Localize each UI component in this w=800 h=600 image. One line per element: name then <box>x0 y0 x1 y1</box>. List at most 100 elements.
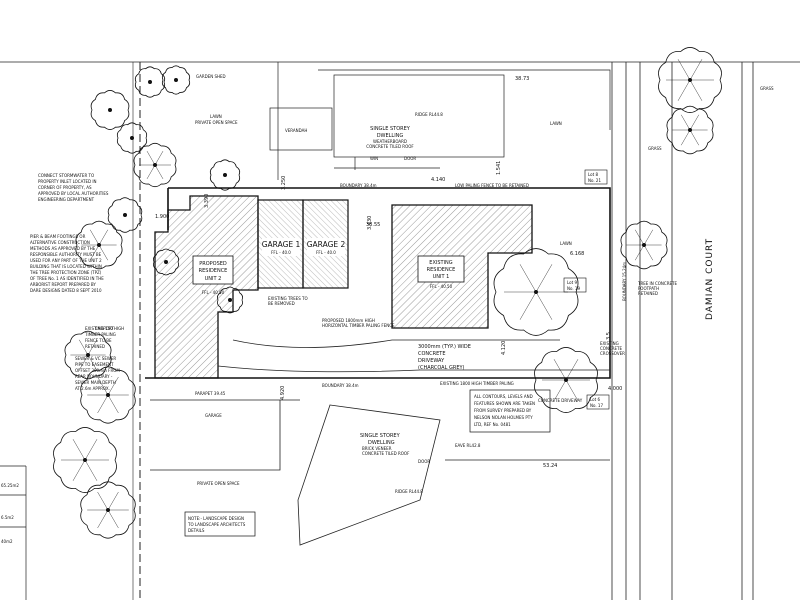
tree-branch-line <box>689 129 699 146</box>
tree-canopy-icon <box>666 105 714 155</box>
driveway-note-4: (CHARCOAL GREY) <box>418 365 465 371</box>
tree-canopy-icon <box>107 197 143 233</box>
tree-branch-line <box>535 264 553 293</box>
tree-branch-line <box>146 164 156 179</box>
lot-8-label-text: Lot 8 <box>588 172 598 177</box>
tree-branch-line <box>635 229 645 246</box>
lot-6-label-text: Lot 6 <box>590 397 600 402</box>
margin-area-2: 6.5m2 <box>1 515 14 520</box>
pier-note-10: DARE DESIGNS DATED 8 SEPT 2010 <box>30 288 102 293</box>
tree-branch-line <box>72 439 86 461</box>
tree-canopy-icon <box>80 481 136 539</box>
street-grass-label: GRASS <box>760 86 774 91</box>
tree-branch-line <box>98 229 108 246</box>
pier-note-4: RESPONSIBLE AUTHORITY MUST BE <box>30 252 102 257</box>
stormwater-note-2: PROPERTY INLET LOCATED IN <box>38 179 97 184</box>
sewer-note-3: FENCE TO BE <box>85 338 112 343</box>
proposed-subtitle: RESIDENCE <box>199 268 228 274</box>
driveway-note-3: DRIVEWAY <box>418 358 445 364</box>
tree-canopy-icon <box>64 330 112 380</box>
landscape-note-3: DETAILS <box>188 528 205 533</box>
tree-branch-line <box>689 114 699 131</box>
dim-d11: 1.541 <box>496 161 502 175</box>
tree-canopy-icon <box>153 248 179 276</box>
pier-note-2: ALTERNATIVE CONSTRUCTION <box>30 240 90 245</box>
existing-residence-label-box <box>417 255 465 283</box>
tree-trunk-icon <box>227 297 232 302</box>
tree-branch-line <box>87 339 97 356</box>
offsite-tree-note-1: TREE IN CONCRETE <box>637 281 677 286</box>
tree-trunk-icon <box>129 135 134 140</box>
garden-shed-label: GARDEN SHED <box>196 74 226 79</box>
driveway-note-1: 3000mm (TYP.) WIDE <box>418 344 471 350</box>
tree-branch-line <box>154 164 164 179</box>
tree-branch-line <box>681 129 691 146</box>
crossover-note-2: CONCRETE <box>600 346 622 351</box>
tree-branch-line <box>107 491 119 511</box>
existing-unit: UNIT 1 <box>433 274 450 280</box>
tree-canopy-icon <box>217 286 243 314</box>
pier-note-9: ARBORIST REPORT PREPARED BY <box>30 282 96 287</box>
south-fence-label: EXISTING 1800 HIGH TIMBER PALING <box>440 381 514 386</box>
landscape-note-2: TO LANDSCAPE ARCHITECTS <box>187 522 246 527</box>
garage-2-label-bg <box>307 238 345 256</box>
proposed-unit: UNIT 2 <box>205 276 222 282</box>
tree-branch-line <box>90 229 100 246</box>
trees-removed-note-1: EXISTING TREES TO <box>268 296 308 301</box>
south-garage-label: GARAGE <box>205 413 222 418</box>
new-fence-note-1: PROPOSED 1800mm HIGH <box>322 318 375 323</box>
north-door-label: DOOR <box>404 156 416 161</box>
tree-branch-line <box>535 291 553 320</box>
proposed-residence-label-box <box>192 255 234 285</box>
south-dwelling-line4: CONCRETE TILED ROOF <box>362 451 410 456</box>
lot-6-sub-text: No. 17 <box>590 403 603 408</box>
proposed-ffl: FFL - 40.00 <box>202 290 225 295</box>
street-name: DAMIAN COURT <box>705 238 715 320</box>
existing-subtitle: RESIDENCE <box>427 267 456 273</box>
tree-canopy-icon <box>658 47 722 113</box>
tree-canopy-icon <box>493 248 579 336</box>
tree-canopy-icon <box>53 427 117 493</box>
pier-note-3: METHODS AS APPROVED BY THE <box>30 246 96 251</box>
tree-branch-line <box>72 459 86 481</box>
stormwater-note-3: CORNER OF PROPERTY, AS <box>38 185 92 190</box>
dim-d8: 3.5 <box>606 332 612 340</box>
offsite-tree-note-2: FOOTPATH <box>638 286 659 291</box>
dim-d7: 1.900 <box>155 214 169 220</box>
south-dwelling-line2: DWELLING <box>368 440 395 446</box>
pier-note-7: THE TREE PROTECTION ZONE (TPZ) <box>29 270 102 275</box>
dim-d12: 4.000 <box>608 386 622 392</box>
tree-branch-line <box>84 459 98 481</box>
tree-branch-line <box>519 264 537 293</box>
tree-branch-line <box>107 509 119 529</box>
tree-branch-line <box>643 229 653 246</box>
tree-trunk-icon <box>108 108 113 113</box>
landscape-note-box <box>184 511 256 537</box>
pier-note-6: BUILDING THAT IS LOCATED WITHIN <box>30 264 102 269</box>
tree-branch-line <box>677 79 691 101</box>
verandah-label: VERANDAH <box>285 128 307 133</box>
lot-6-label: Lot 6 No. 17 <box>586 394 610 410</box>
tree-branch-line <box>553 359 567 381</box>
proposed-title: PROPOSED <box>199 261 227 267</box>
sewer-note-6: SEWER & VC SEWER <box>75 356 116 361</box>
street-reserve <box>611 62 754 600</box>
dim-d2: 6.168 <box>570 251 584 257</box>
tree-branch-line <box>97 394 109 414</box>
garage-1-ffl: FFL - 40.0 <box>271 250 291 255</box>
tree-branch-line <box>519 291 537 320</box>
tree-trunk-icon <box>123 212 128 217</box>
tree-trunk-icon <box>147 80 152 85</box>
lot-8-sub-text: No. 21 <box>588 178 601 183</box>
south-offset-dim: 53.24 <box>543 463 557 469</box>
stormwater-note-4: APPROVED BY LOCAL AUTHORITIES <box>38 191 109 196</box>
tree-branch-line <box>154 151 164 166</box>
left-margin-frame <box>0 61 800 600</box>
tree-canopy-icon <box>75 220 123 270</box>
tree-branch-line <box>553 379 567 401</box>
dim-d5: 3.430 <box>367 216 373 230</box>
tree-branch-line <box>79 354 89 371</box>
tree-branch-line <box>107 394 119 414</box>
tree-branch-line <box>146 151 156 166</box>
south-dwelling-line3: BRICK VENEER <box>362 446 392 451</box>
